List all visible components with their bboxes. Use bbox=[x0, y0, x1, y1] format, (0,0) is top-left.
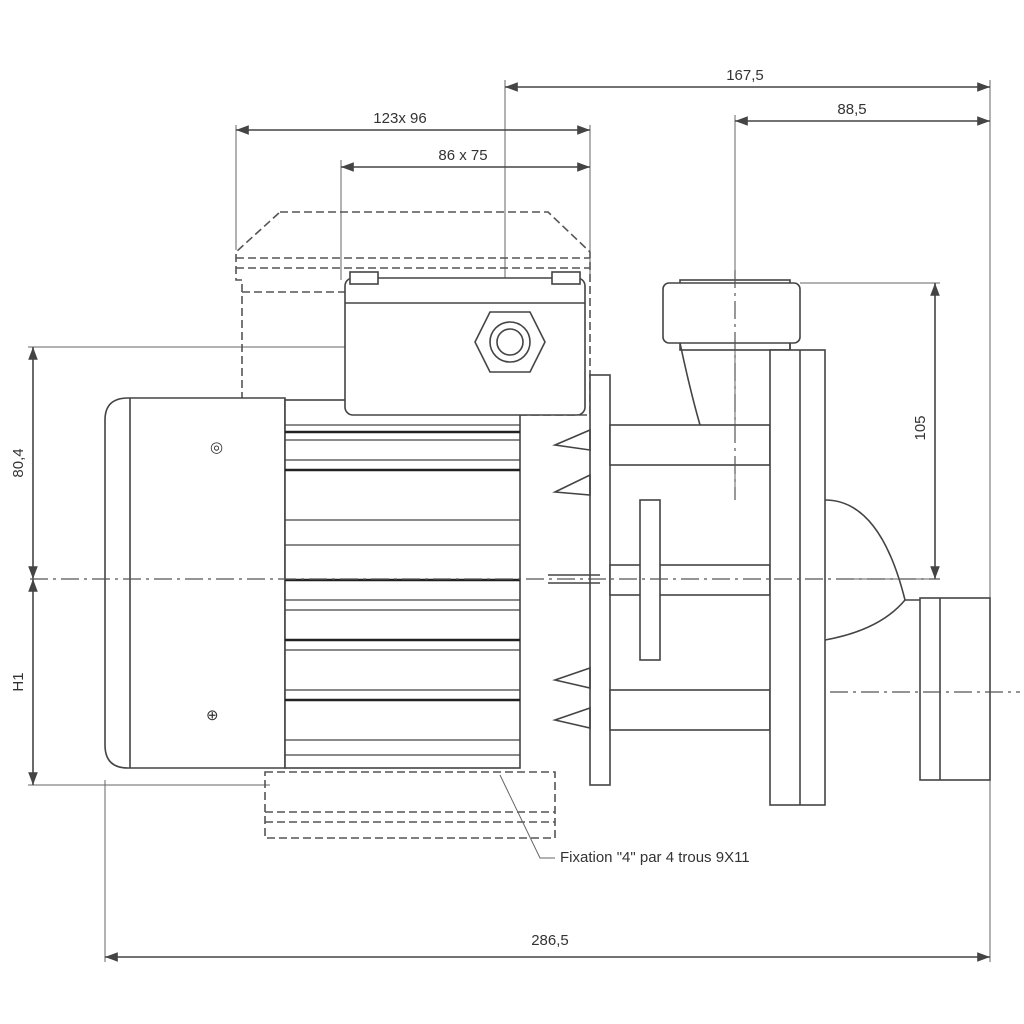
dimension-167-5: 167,5 bbox=[504, 67, 990, 92]
inlet-port bbox=[662, 282, 801, 344]
motor-finned-body bbox=[284, 399, 521, 769]
dimension-label: 123x 96 bbox=[373, 110, 426, 127]
dimension-label: 286,5 bbox=[531, 932, 569, 949]
dimension-80-4: 80,4 bbox=[10, 347, 38, 579]
dimension-label: 105 bbox=[912, 415, 929, 440]
fixation-label: Fixation "4" par 4 trous 9X11 bbox=[560, 849, 750, 866]
pump-head bbox=[548, 279, 991, 806]
volute-flange bbox=[769, 349, 826, 806]
terminal-box-large-outline bbox=[235, 211, 591, 416]
mounting-foot bbox=[264, 771, 556, 839]
dimension-label: H1 bbox=[10, 672, 27, 691]
earth-screw-icon: ⊕ bbox=[206, 707, 219, 724]
dimension-h1: H1 bbox=[10, 579, 38, 785]
dimension-label: 88,5 bbox=[837, 101, 866, 118]
dimension-label: 86 x 75 bbox=[438, 147, 487, 164]
dimension-86x75: 86 x 75 bbox=[341, 147, 590, 172]
cable-gland-icon bbox=[496, 328, 524, 356]
terminal-box bbox=[344, 271, 586, 416]
fixation-annotation: Fixation "4" par 4 trous 9X11 bbox=[499, 774, 750, 866]
dimension-label: 80,4 bbox=[10, 448, 27, 477]
outlet-port bbox=[919, 597, 991, 781]
motor-end-cap: ◎ ⊕ bbox=[104, 397, 286, 769]
dimension-123x96: 123x 96 bbox=[236, 110, 590, 135]
extension-lines bbox=[28, 80, 991, 962]
dimension-105: 105 bbox=[912, 283, 940, 579]
dimension-286-5: 286,5 bbox=[105, 932, 990, 962]
dimension-88-5: 88,5 bbox=[735, 101, 990, 126]
screw-icon: ◎ bbox=[210, 439, 223, 456]
dimension-label: 167,5 bbox=[726, 67, 764, 84]
